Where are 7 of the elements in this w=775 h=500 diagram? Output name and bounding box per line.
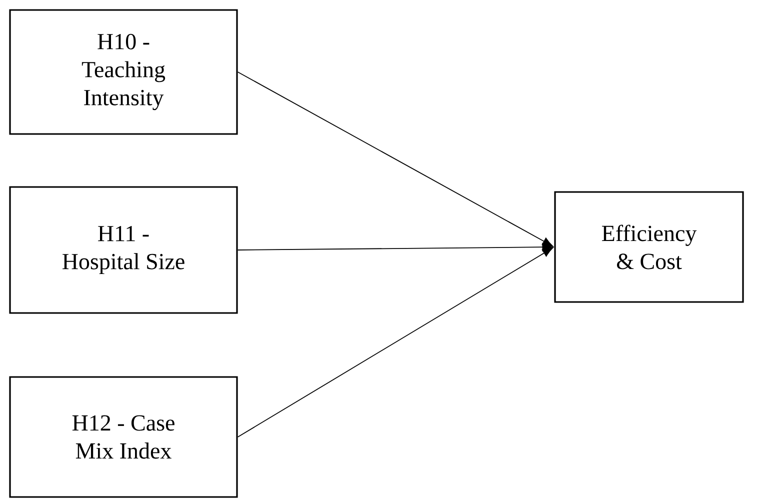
box: H10 - Teaching Intensity [9, 9, 238, 135]
arrow [237, 248, 554, 438]
box: Efficiency & Cost [554, 191, 744, 303]
arrow [237, 242, 553, 252]
box: H12 - Case Mix Index [9, 376, 238, 498]
arrow [237, 72, 554, 247]
box: H11 - Hospital Size [9, 186, 238, 314]
